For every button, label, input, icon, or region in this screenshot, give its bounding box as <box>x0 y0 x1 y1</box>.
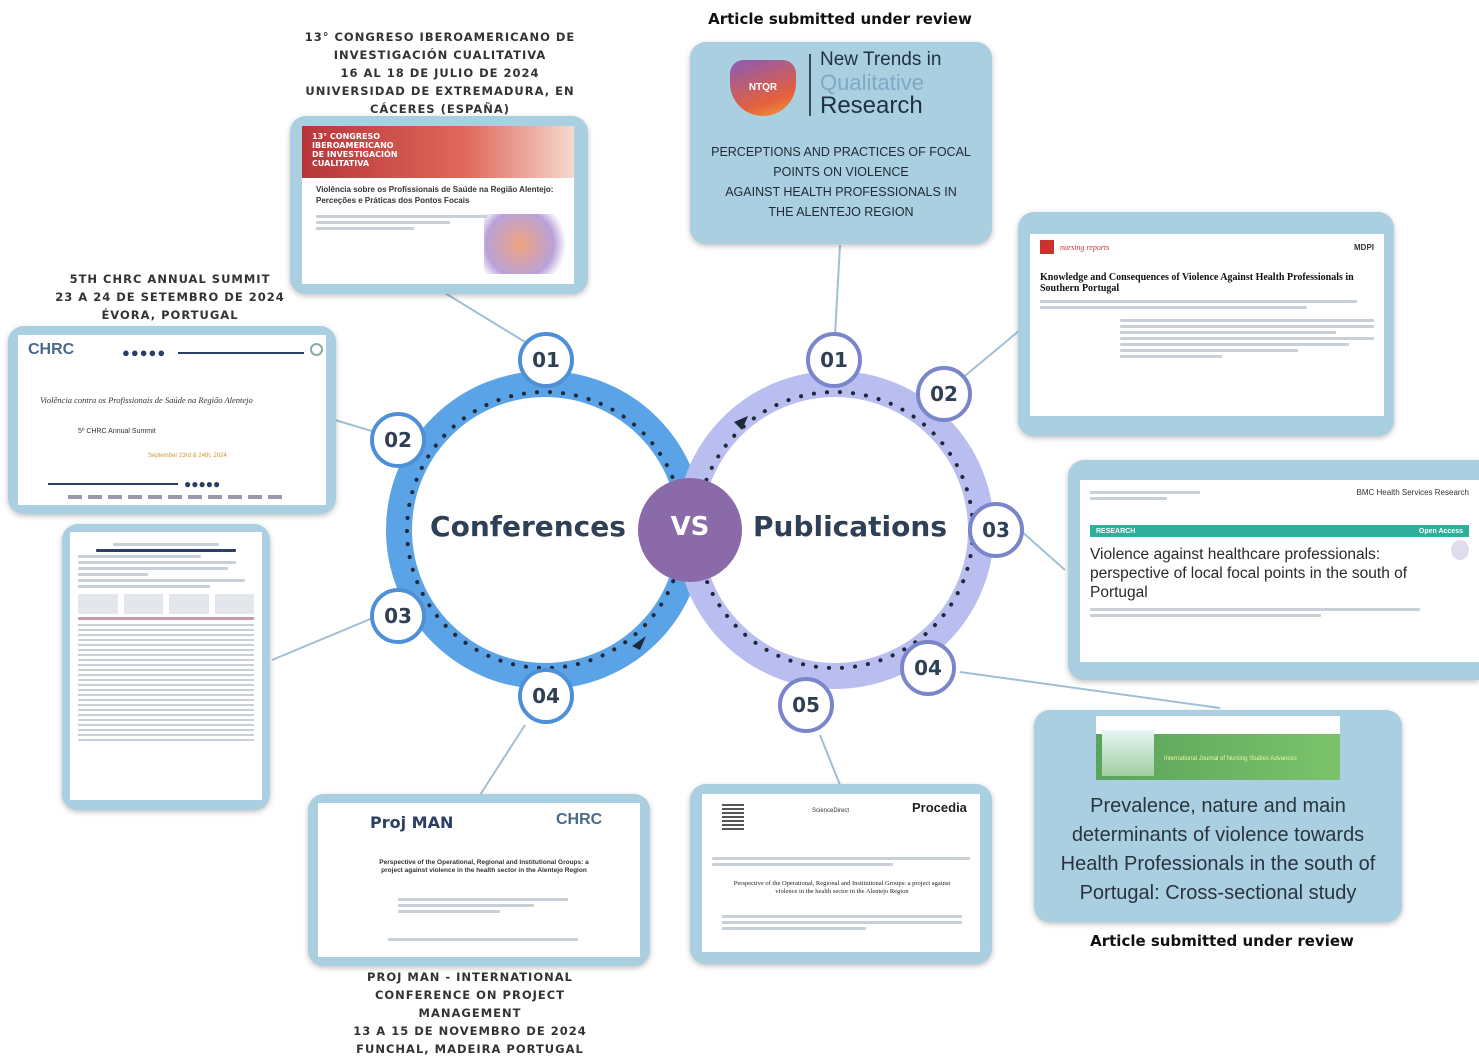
conferences-label: Conferences <box>430 510 626 543</box>
publication-2-journal: nursing reports <box>1060 242 1110 252</box>
publication-3-journal: BMC Health Services Research <box>1356 488 1469 497</box>
publication-4-card: International Journal of Nursing Studies… <box>1034 710 1402 922</box>
publication-number: 04 <box>900 640 956 696</box>
publication-number: 05 <box>778 677 834 733</box>
section-label: RESEARCH <box>1096 527 1136 535</box>
conference-3-poster <box>70 532 262 800</box>
vs-circle <box>638 478 742 582</box>
publication-number: 02 <box>916 366 972 422</box>
conference-2-caption: 5TH CHRC ANNUAL SUMMIT 23 A 24 DE SETEMB… <box>55 272 285 322</box>
vs-label: VS <box>670 512 710 542</box>
conference-1-title: Violência sobre os Profissionais de Saúd… <box>316 185 554 205</box>
arrow-icon <box>734 416 748 430</box>
publication-2-title: Knowledge and Consequences of Violence A… <box>1040 272 1354 294</box>
chrc-logo: CHRC <box>28 341 75 358</box>
ntqr-badge: NTQR <box>730 60 796 116</box>
open-access-label: Open Access <box>1418 527 1463 535</box>
conference-number: 03 <box>370 588 426 644</box>
elsevier-logo <box>722 804 744 832</box>
arrow-icon <box>632 636 646 650</box>
conference-1-card: 13° CONGRESO IBEROAMERICANO DE INVESTIGA… <box>290 116 588 294</box>
search-icon <box>310 343 323 356</box>
conference-number: 04 <box>518 668 574 724</box>
mdpi-logo: MDPI <box>1354 242 1374 252</box>
publication-4-status: Article submitted under review <box>1090 932 1354 950</box>
publication-5-title: Perspective of the Operational, Regional… <box>733 880 951 895</box>
conference-number: 01 <box>518 332 574 388</box>
conference-2-date: September 23rd & 24th, 2024 <box>148 453 227 459</box>
publication-number: 03 <box>968 502 1024 558</box>
conference-2-title: Violência contra os Profissionais de Saú… <box>40 395 253 405</box>
chrc-logo: CHRC <box>556 811 603 828</box>
publication-1-status: Article submitted under review <box>708 10 972 28</box>
publication-5-source: ScienceDirect <box>812 808 850 814</box>
crossmark-icon <box>1451 540 1469 560</box>
conference-4-caption: PROJ MAN - INTERNATIONAL CONFERENCE ON P… <box>353 970 587 1056</box>
publication-2-card: nursing reports MDPI Knowledge and Conse… <box>1018 212 1394 436</box>
conference-3-card <box>62 524 270 810</box>
conference-2-subtitle: 5º CHRC Annual Summit <box>78 428 156 435</box>
conference-1-caption: 13° CONGRESO IBEROAMERICANO DE INVESTIGA… <box>304 30 576 116</box>
publication-3-card: BMC Health Services Research RESEARCH Op… <box>1068 460 1479 680</box>
conference-4-card: Proj MAN CHRC Perspective of the Operati… <box>308 794 650 966</box>
conference-2-card: CHRC ●●●●● Violência contra os Profissio… <box>8 326 336 514</box>
journal-cover-thumb <box>1102 730 1154 776</box>
journal-icon <box>1040 240 1054 254</box>
projman-logo: Proj MAN <box>370 813 454 832</box>
publication-number: 01 <box>806 332 862 388</box>
publication-1-card: NTQR New Trends in Qualitative Research … <box>690 42 992 244</box>
publications-label: Publications <box>752 510 947 543</box>
conference-4-title: Perspective of the Operational, Regional… <box>379 859 589 874</box>
dots-decoration: ●●●●● <box>122 345 167 360</box>
publication-1-title: PERCEPTIONS AND PRACTICES OF FOCAL POINT… <box>711 145 971 219</box>
congress-banner: 13° CONGRESO IBEROAMERICANO DE INVESTIGA… <box>312 132 398 168</box>
ntqr-logo-text: New Trends in Qualitative Research <box>820 49 942 119</box>
publication-5-card: ScienceDirect Procedia Perspective of th… <box>690 784 992 964</box>
procedia-logo: Procedia <box>912 800 967 815</box>
publication-3-title: Violence against healthcare professional… <box>1090 546 1408 601</box>
conference-number: 02 <box>370 412 426 468</box>
dots-decoration: ●●●●● <box>184 477 221 491</box>
journal-cover: International Journal of Nursing Studies… <box>1096 716 1340 780</box>
publication-4-title: Prevalence, nature and main determinants… <box>1060 795 1376 904</box>
publication-4-journal: International Journal of Nursing Studies… <box>1164 756 1297 762</box>
